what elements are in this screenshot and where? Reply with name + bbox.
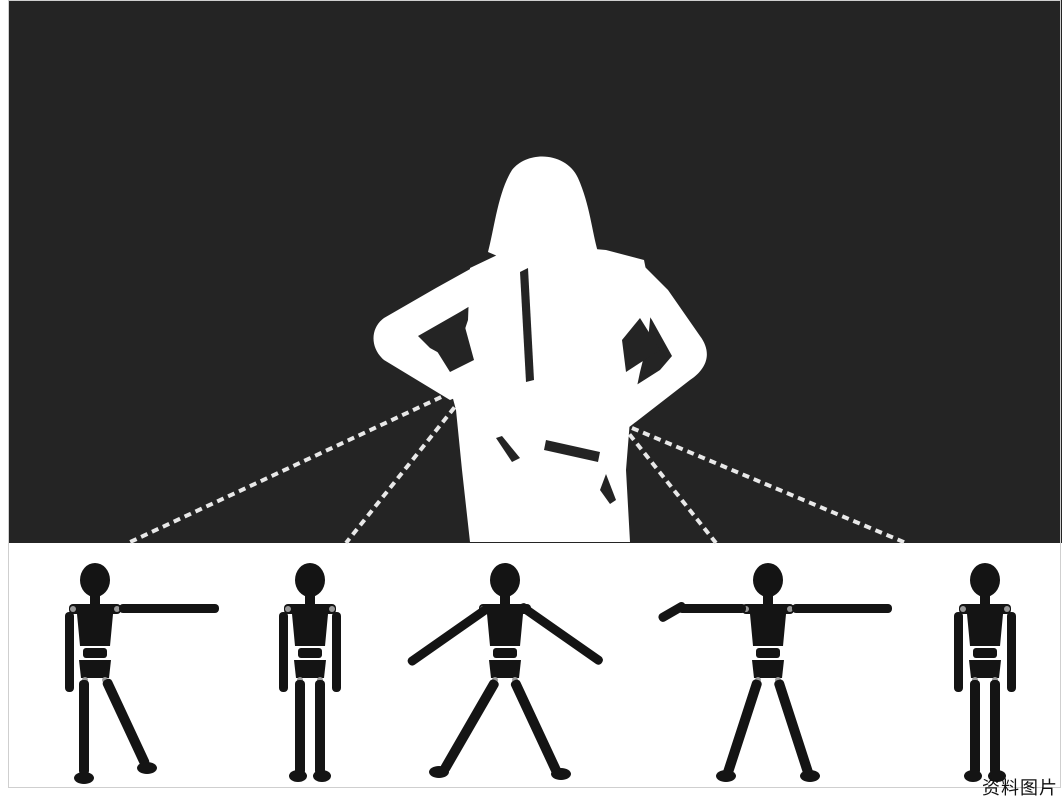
image-caption: 资料图片 (982, 778, 1058, 800)
floor (8, 543, 1062, 788)
